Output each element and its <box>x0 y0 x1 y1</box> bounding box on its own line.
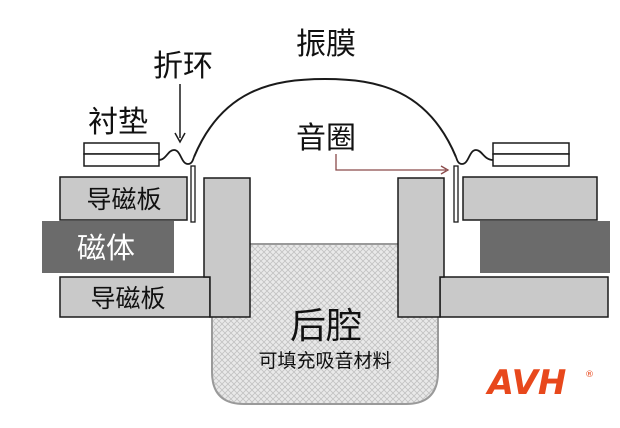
label-top-plate: 导磁板 <box>86 185 161 214</box>
label-magnet: 磁体 <box>77 231 135 265</box>
voice-coil-left <box>190 165 196 223</box>
pole-piece-right <box>397 177 445 318</box>
label-diaphragm: 振膜 <box>296 27 356 62</box>
voice-coil-pointer <box>335 154 446 171</box>
label-bottom-plate: 导磁板 <box>90 284 165 313</box>
diaphragm-dome <box>193 77 457 158</box>
back-cavity <box>211 243 439 405</box>
label-voice-coil: 音圈 <box>296 121 356 156</box>
magnet-left <box>42 221 174 273</box>
top-plate-left <box>59 176 188 221</box>
magnet-right <box>480 221 610 273</box>
bottom-plate-right <box>439 276 609 318</box>
logo-registered-mark: ® <box>585 370 594 380</box>
label-gasket: 衬垫 <box>88 105 148 140</box>
surround-pointer-arrowhead <box>174 132 186 144</box>
pole-piece-left <box>203 177 251 318</box>
label-surround: 折环 <box>153 49 213 84</box>
label-back-cavity: 后腔 <box>290 306 362 347</box>
gasket-right-top <box>492 142 570 155</box>
gasket-left-bottom <box>83 153 160 167</box>
voice-coil-pointer-arrowhead <box>440 165 450 175</box>
label-back-cavity-note: 可填充吸音材料 <box>258 350 391 372</box>
voice-coil-right <box>453 165 459 223</box>
surround-left <box>158 149 195 165</box>
top-plate-right <box>462 176 598 221</box>
gasket-right-bottom <box>492 153 570 167</box>
gasket-left-top <box>83 142 160 155</box>
logo-avh: AVH <box>485 363 567 403</box>
surround-right <box>455 149 494 165</box>
